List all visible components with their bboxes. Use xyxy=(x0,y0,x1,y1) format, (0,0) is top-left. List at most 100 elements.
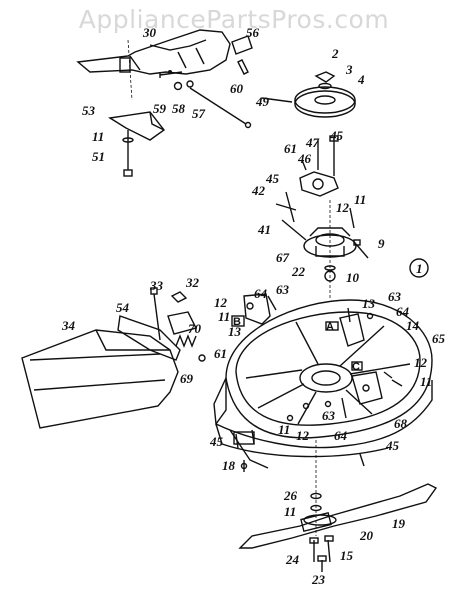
plate-B xyxy=(231,315,245,327)
bolt-45-mid xyxy=(285,191,295,223)
adapter-20 xyxy=(303,514,337,526)
callout-12-a: 12 xyxy=(336,200,350,215)
bolt-11-right xyxy=(391,379,403,387)
bracket-70 xyxy=(167,311,198,335)
callout-18: 18 xyxy=(222,458,236,473)
callout-45-d: 45 xyxy=(385,438,400,453)
callout-57: 57 xyxy=(192,106,206,121)
callout-20: 20 xyxy=(359,528,374,543)
bolt-63-left xyxy=(267,295,277,311)
callout-19: 19 xyxy=(392,516,406,531)
callout-11-c: 11 xyxy=(218,309,230,324)
callout-64-b: 64 xyxy=(396,304,410,319)
callout-63-b: 63 xyxy=(388,289,402,304)
bolt-11-mid xyxy=(286,414,294,422)
bracket-53 xyxy=(108,111,166,141)
nut-2 xyxy=(314,71,336,83)
callout-54: 54 xyxy=(116,300,130,315)
blade-19 xyxy=(238,483,438,549)
washer-59 xyxy=(173,81,183,91)
bracket-46 xyxy=(299,171,339,197)
bracket-68 xyxy=(351,371,383,405)
letter-C: C xyxy=(352,361,360,373)
callout-22: 22 xyxy=(291,264,306,279)
callout-12-b: 12 xyxy=(214,295,228,310)
callout-11-f: 11 xyxy=(284,504,296,519)
callout-labels: 30 56 2 3 4 60 49 59 58 57 53 11 51 47 4… xyxy=(61,25,446,587)
callout-14: 14 xyxy=(406,318,420,333)
bracket-64-left xyxy=(243,293,271,325)
callout-70: 70 xyxy=(188,321,202,336)
callout-11-d: 11 xyxy=(420,374,432,389)
bolt-63-mid xyxy=(324,400,332,408)
bolt-12-right xyxy=(383,371,393,379)
callout-45-c: 45 xyxy=(209,434,224,449)
bolt-45-upper xyxy=(329,135,339,176)
bolt-61-chute xyxy=(198,354,206,362)
callout-12-d: 12 xyxy=(296,428,310,443)
pin-56 xyxy=(237,59,249,75)
callout-46: 46 xyxy=(297,151,312,166)
callout-59: 59 xyxy=(153,101,167,116)
callout-67: 67 xyxy=(276,250,290,265)
bolt-61 xyxy=(301,159,307,171)
callout-13-a: 13 xyxy=(362,296,376,311)
callout-3: 3 xyxy=(345,62,353,77)
letter-B: B xyxy=(233,316,241,328)
callout-61-b: 61 xyxy=(214,346,227,361)
callout-13-b: 13 xyxy=(228,324,242,339)
callout-42: 42 xyxy=(251,183,266,198)
callout-58: 58 xyxy=(172,101,186,116)
bolt-12-upper xyxy=(349,207,355,229)
watermark-header: AppliancePartsPros.com xyxy=(0,2,468,38)
spring-69 xyxy=(175,334,197,348)
callout-53: 53 xyxy=(82,103,96,118)
bolt-30 xyxy=(159,71,183,78)
callout-64-c: 64 xyxy=(334,428,348,443)
letter-A: A xyxy=(326,321,334,333)
callout-11-a: 11 xyxy=(92,129,104,144)
callout-12-c: 12 xyxy=(414,355,428,370)
callout-10: 10 xyxy=(346,270,360,285)
washer-58 xyxy=(186,80,194,88)
plate-C xyxy=(351,361,363,371)
bolt-12-mid xyxy=(302,402,310,410)
bolt-64-mid xyxy=(341,397,347,419)
callout-11-b: 11 xyxy=(354,192,366,207)
bolt-42 xyxy=(275,203,297,211)
callout-45-a: 45 xyxy=(329,128,344,143)
bolt-51 xyxy=(122,130,134,177)
callout-51: 51 xyxy=(92,149,105,164)
callout-9: 9 xyxy=(378,236,385,251)
callout-15: 15 xyxy=(340,548,354,563)
watermark: AppliancePartsPros.com xyxy=(78,5,390,34)
callout-34: 34 xyxy=(61,318,76,333)
callout-69: 69 xyxy=(180,371,194,386)
callout-63-a: 63 xyxy=(276,282,290,297)
callout-2: 2 xyxy=(331,46,339,61)
pulley-4 xyxy=(294,86,356,118)
bracket-64-right xyxy=(339,313,365,347)
discharge-chute-34 xyxy=(21,329,179,429)
callout-56: 56 xyxy=(246,25,260,40)
callout-60: 60 xyxy=(230,81,244,96)
callout-32: 32 xyxy=(185,275,200,290)
callout-30: 30 xyxy=(142,25,157,40)
callout-49: 49 xyxy=(255,94,270,109)
bolt-41 xyxy=(281,219,307,241)
figure-number-marker: 1 xyxy=(409,258,429,278)
belt-49 xyxy=(261,97,293,103)
callout-47: 47 xyxy=(305,135,320,150)
bolt-9 xyxy=(353,239,369,259)
letter-tags: A B C xyxy=(233,316,360,373)
callout-61-a: 61 xyxy=(284,141,297,156)
callout-4: 4 xyxy=(357,72,365,87)
nut-32 xyxy=(170,291,188,303)
bolts-45-lower xyxy=(235,429,255,449)
callout-11-e: 11 xyxy=(278,422,290,437)
washer-3 xyxy=(318,82,332,90)
transmission-assembly xyxy=(76,29,253,101)
callout-64-a: 64 xyxy=(254,286,268,301)
bolt-23 xyxy=(317,555,327,572)
